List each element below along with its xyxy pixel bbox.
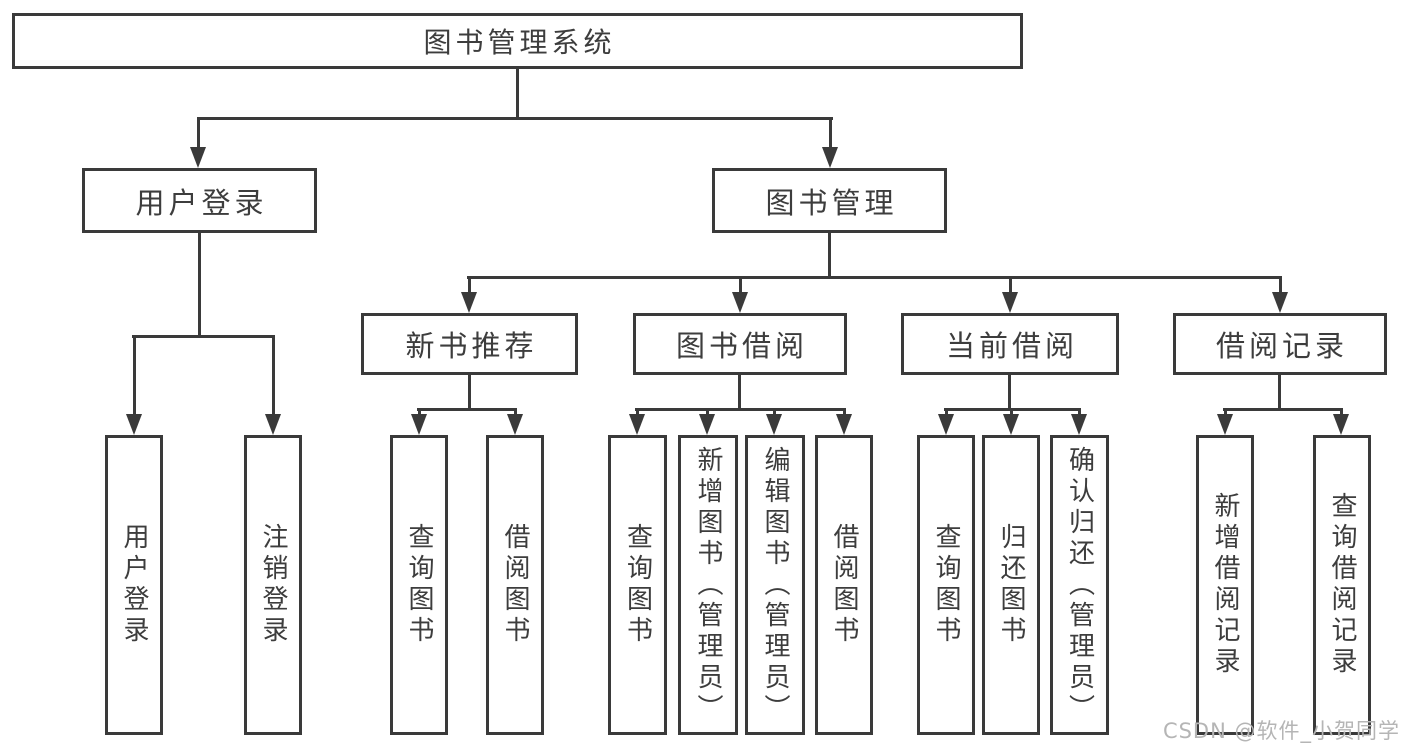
arrow-down-icon	[1071, 414, 1087, 435]
connector-arrow-shaft	[739, 276, 742, 296]
node-current-borrowing: 当前借阅	[901, 313, 1119, 375]
node-label: 当前借阅	[945, 329, 1078, 363]
leaf-query-books-current: 查询图书	[917, 435, 975, 735]
leaf-label: 编辑图书（管理员）	[760, 445, 790, 725]
leaf-add-book-admin: 新增图书（管理员）	[678, 435, 738, 735]
connector-book-management-trunk	[828, 233, 831, 276]
connector-arrow-shaft	[133, 335, 136, 417]
leaf-edit-book-admin: 编辑图书（管理员）	[745, 435, 805, 735]
connector-new-book-rail	[417, 408, 517, 411]
arrow-down-icon	[822, 147, 838, 168]
connector-arrow-shaft	[1010, 408, 1013, 418]
arrow-down-icon	[1272, 292, 1288, 313]
connector-current-borrowing-trunk	[1008, 375, 1011, 408]
arrow-down-icon	[1333, 414, 1349, 435]
node-label: 用户登录	[135, 185, 268, 220]
arrow-down-icon	[190, 147, 206, 168]
leaf-label: 归还图书	[996, 523, 1026, 647]
leaf-user-login: 用户登录	[105, 435, 163, 735]
leaf-label: 新增图书（管理员）	[693, 445, 723, 725]
leaf-label: 查询借阅记录	[1327, 492, 1357, 678]
arrow-down-icon	[461, 292, 477, 313]
leaf-label: 注销登录	[258, 523, 288, 647]
node-borrowing-records: 借阅记录	[1173, 313, 1387, 375]
leaf-query-books-recommend: 查询图书	[390, 435, 448, 735]
arrow-down-icon	[938, 414, 954, 435]
node-label: 新书推荐	[405, 329, 538, 363]
connector-arrow-shaft	[1009, 276, 1012, 296]
leaf-label: 查询图书	[404, 523, 434, 647]
connector-arrow-shaft	[272, 335, 275, 417]
connector-book-borrowing-rail	[635, 408, 846, 411]
arrow-down-icon	[1003, 414, 1019, 435]
arrow-down-icon	[507, 414, 523, 435]
connector-arrow-shaft	[843, 408, 846, 418]
connector-arrow-shaft	[514, 408, 517, 418]
leaf-confirm-return-admin: 确认归还（管理员）	[1050, 435, 1109, 735]
arrow-down-icon	[126, 414, 142, 435]
connector-user-login-trunk	[198, 233, 201, 335]
leaf-label: 用户登录	[119, 523, 149, 647]
connector-arrow-shaft	[1340, 408, 1343, 418]
connector-level1-rail	[197, 117, 833, 120]
connector-root-trunk	[516, 69, 519, 117]
arrow-down-icon	[265, 414, 281, 435]
arrow-down-icon	[766, 414, 782, 435]
connector-book-borrowing-trunk	[738, 375, 741, 408]
arrow-down-icon	[411, 414, 427, 435]
leaf-label: 查询图书	[931, 523, 961, 647]
leaf-query-books-borrowing: 查询图书	[608, 435, 667, 735]
watermark-text: CSDN @软件_小贺同学	[1162, 719, 1400, 743]
leaf-return-books: 归还图书	[982, 435, 1040, 735]
leaf-label: 新增借阅记录	[1210, 492, 1240, 678]
connector-arrow-shaft	[829, 117, 832, 151]
node-label: 图书借阅	[675, 329, 808, 363]
arrow-down-icon	[1002, 292, 1018, 313]
connector-borrowing-records-trunk	[1278, 375, 1281, 408]
node-label: 借阅记录	[1215, 329, 1348, 363]
node-book-management: 图书管理	[712, 168, 947, 233]
connector-arrow-shaft	[1279, 276, 1282, 296]
connector-arrow-shaft	[1078, 408, 1081, 418]
connector-arrow-shaft	[945, 408, 948, 418]
leaf-borrow-books-recommend: 借阅图书	[486, 435, 544, 735]
arrow-down-icon	[629, 414, 645, 435]
connector-arrow-shaft	[197, 117, 200, 151]
leaf-add-borrowing-record: 新增借阅记录	[1196, 435, 1254, 735]
connector-user-login-rail	[132, 335, 275, 338]
connector-borrowing-records-rail	[1223, 408, 1343, 411]
node-library-management-system: 图书管理系统	[12, 13, 1023, 69]
arrow-down-icon	[732, 292, 748, 313]
arrow-down-icon	[699, 414, 715, 435]
arrow-down-icon	[1217, 414, 1233, 435]
connector-arrow-shaft	[773, 408, 776, 418]
node-book-borrowing: 图书借阅	[633, 313, 847, 375]
leaf-label: 借阅图书	[829, 523, 859, 647]
connector-new-book-trunk	[468, 375, 471, 408]
node-label: 图书管理系统	[423, 26, 616, 59]
leaf-label: 借阅图书	[500, 523, 530, 647]
leaf-borrow-books-borrowing: 借阅图书	[815, 435, 873, 735]
connector-book-management-rail	[467, 276, 1282, 279]
leaf-label: 查询图书	[622, 523, 653, 647]
connector-arrow-shaft	[418, 408, 421, 418]
connector-arrow-shaft	[468, 276, 471, 296]
leaf-logout-login: 注销登录	[244, 435, 302, 735]
leaf-label: 确认归还（管理员）	[1064, 445, 1095, 725]
connector-arrow-shaft	[706, 408, 709, 418]
node-label: 图书管理	[765, 185, 898, 220]
node-user-login: 用户登录	[82, 168, 317, 233]
arrow-down-icon	[836, 414, 852, 435]
leaf-query-borrowing-record: 查询借阅记录	[1313, 435, 1371, 735]
connector-arrow-shaft	[1224, 408, 1227, 418]
connector-arrow-shaft	[636, 408, 639, 418]
node-new-book-recommendation: 新书推荐	[361, 313, 578, 375]
